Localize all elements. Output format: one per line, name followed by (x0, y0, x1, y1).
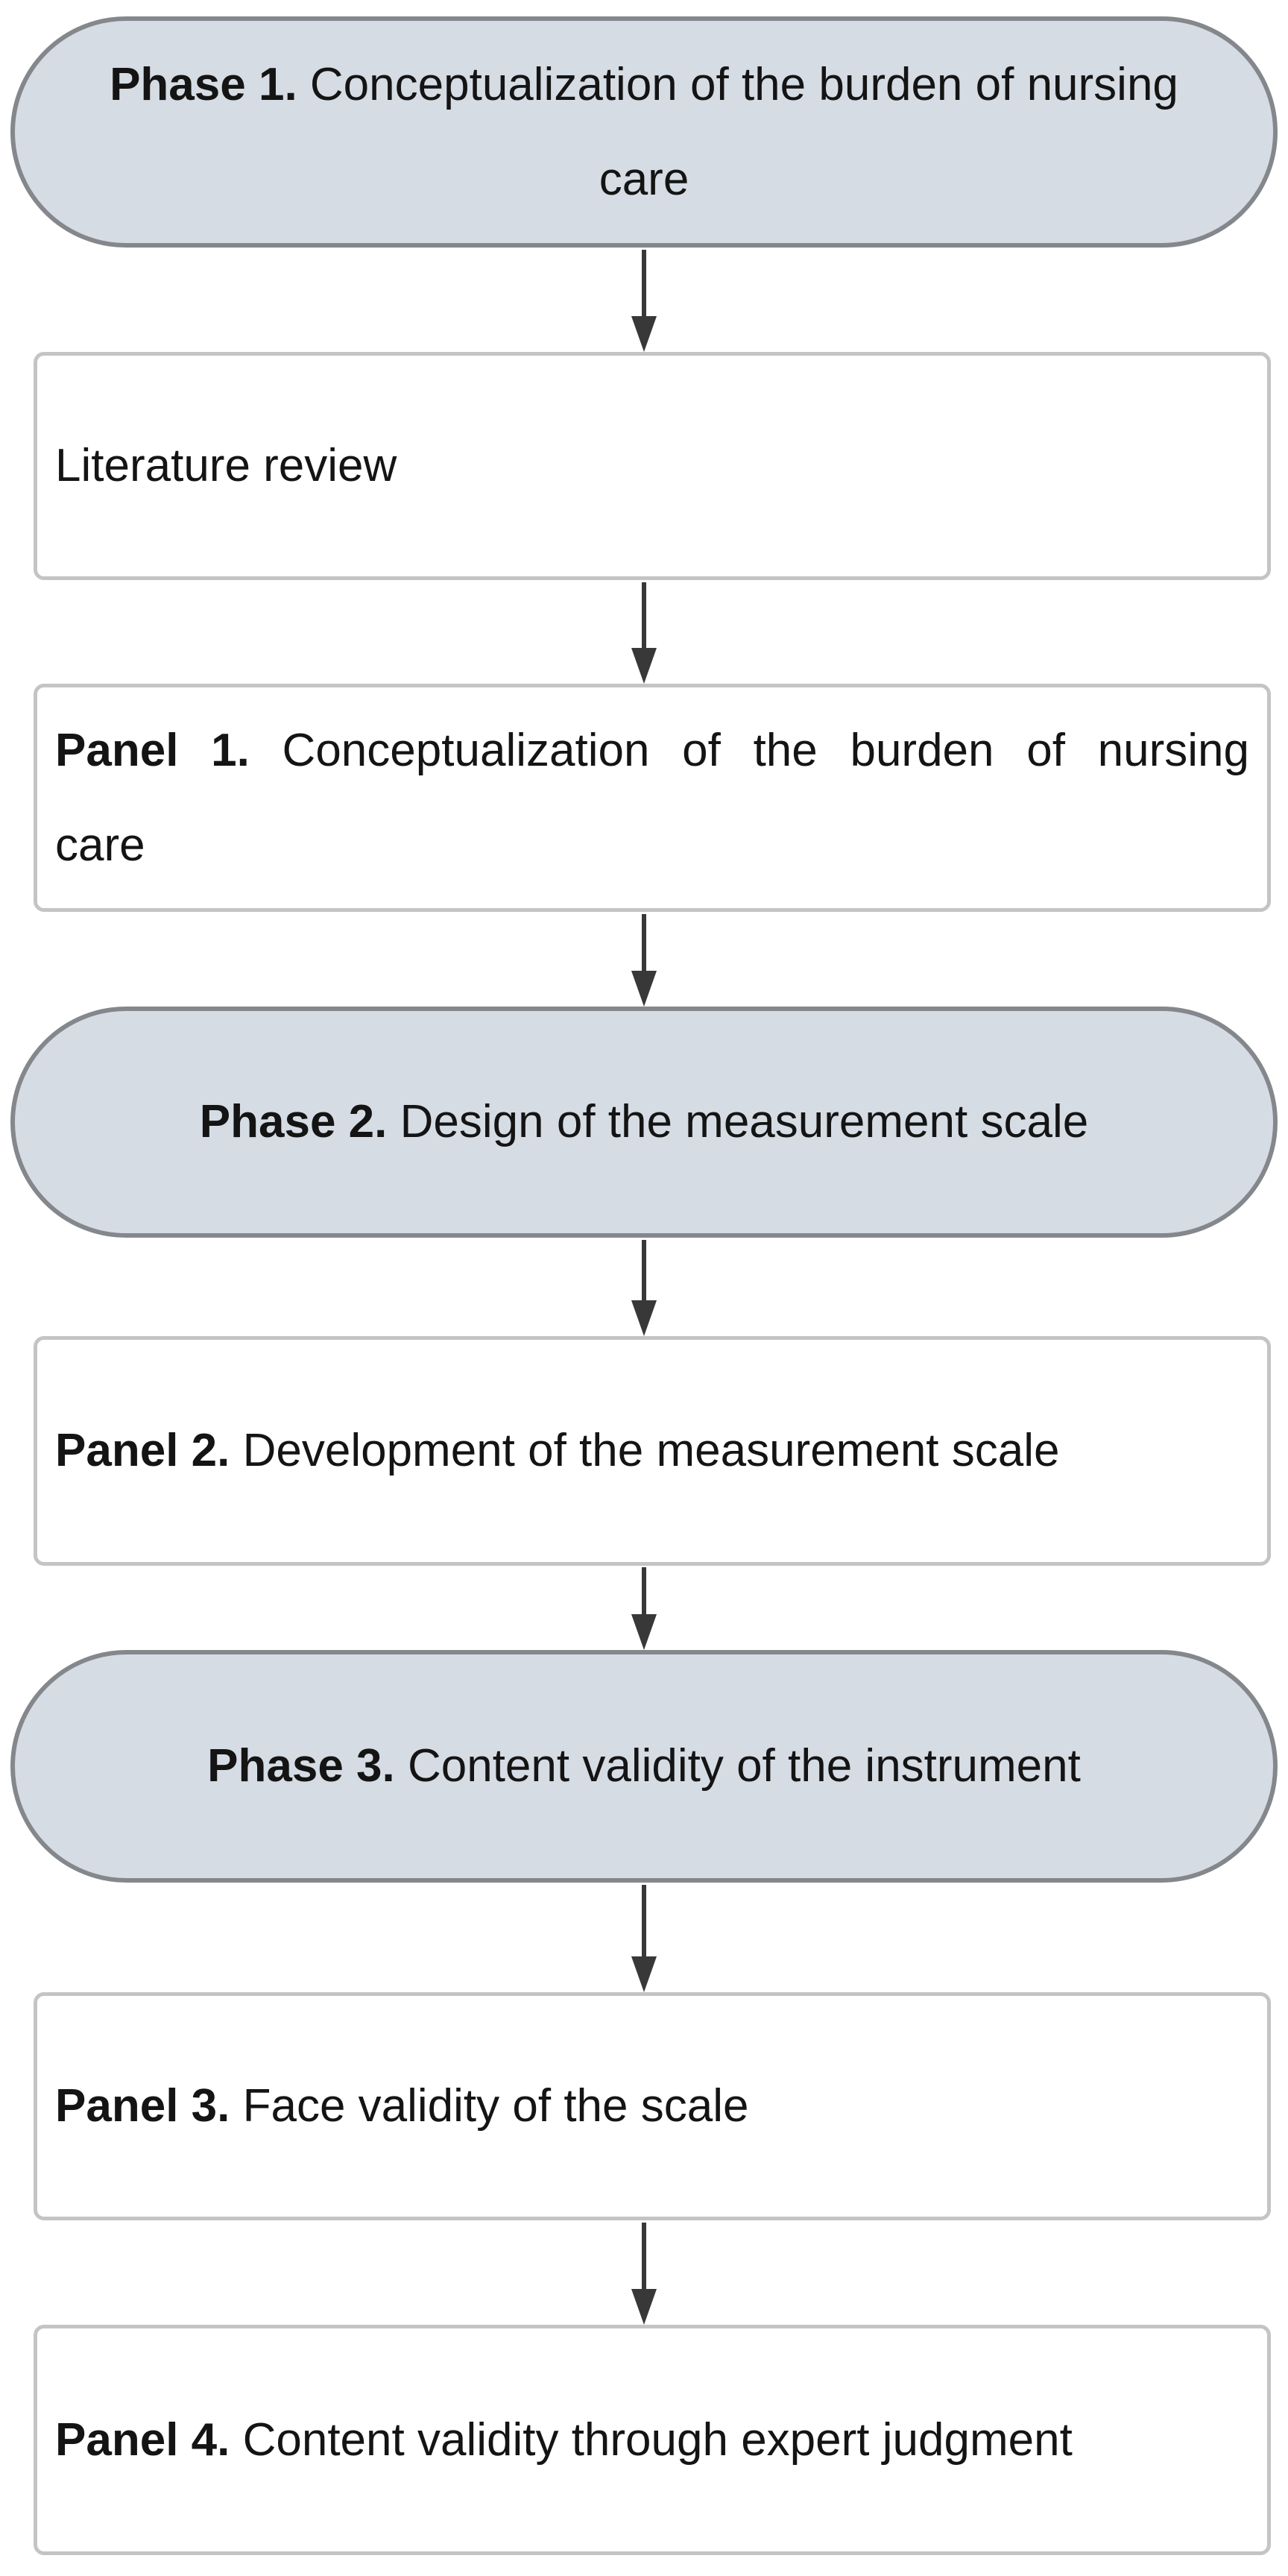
phase-2-label-bold: Phase 2. (199, 1096, 388, 1148)
phase-2-node: Phase 2. Design of the measurement scale (10, 1007, 1278, 1238)
phase-3-node: Phase 3. Content validity of the instrum… (10, 1650, 1278, 1883)
phase-1-line-2: care (599, 154, 689, 205)
panel-1-line-1: Panel 1. Conceptualization of the burden… (55, 703, 1249, 798)
phase-2-label-text: Design of the measurement scale (387, 1096, 1089, 1148)
panel-3-label-bold: Panel 3. (55, 2080, 230, 2132)
flow-arrow-down-icon (628, 1567, 660, 1650)
panel-3-node: Panel 3. Face validity of the scale (34, 1992, 1271, 2220)
panel-2-label-text: Development of the measurement scale (230, 1425, 1060, 1477)
panel-4-label-text: Content validity through expert judgment (230, 2413, 1073, 2466)
flow-arrow-down-icon (628, 250, 660, 352)
phase-1-label-text: Conceptualization of the burden of nursi… (297, 58, 1178, 110)
flow-arrow-down-icon (628, 2223, 660, 2325)
phase-3-label-bold: Phase 3. (207, 1740, 395, 1792)
flow-arrow-down-icon (628, 1240, 660, 1336)
flow-arrow-down-icon (628, 914, 660, 1007)
panel-4-line-1: Panel 4. Content validity through expert… (55, 2393, 1249, 2487)
panel-2-label-bold: Panel 2. (55, 1425, 230, 1477)
literature-review-node: Literature review (34, 352, 1271, 580)
literature-review-label: Literature review (55, 440, 397, 492)
flow-arrow-down-icon (628, 1885, 660, 1992)
panel-2-node: Panel 2. Development of the measurement … (34, 1336, 1271, 1566)
panel-3-label-text: Face validity of the scale (230, 2080, 749, 2132)
phase-2-line-1: Phase 2. Design of the measurement scale (49, 1074, 1239, 1169)
panel-1-line-2: care (55, 819, 145, 871)
phase-1-label-bold: Phase 1. (110, 58, 297, 110)
panel-4-node: Panel 4. Content validity through expert… (34, 2325, 1271, 2555)
panel-4-label-bold: Panel 4. (55, 2413, 230, 2466)
flow-arrow-down-icon (628, 582, 660, 684)
phase-3-label-text: Content validity of the instrument (394, 1740, 1081, 1792)
phase-1-line-1: Phase 1. Conceptualization of the burden… (49, 37, 1239, 132)
panel-1-label-bold: Panel 1. (55, 724, 250, 776)
panel-1-node: Panel 1. Conceptualization of the burden… (34, 684, 1271, 912)
phase-1-node: Phase 1. Conceptualization of the burden… (10, 16, 1278, 248)
panel-2-line-1: Panel 2. Development of the measurement … (55, 1403, 1249, 1498)
phase-3-line-1: Phase 3. Content validity of the instrum… (49, 1719, 1239, 1813)
panel-1-label-text: Conceptualization of the burden of nursi… (249, 724, 1249, 776)
panel-3-line-1: Panel 3. Face validity of the scale (55, 2059, 1249, 2153)
